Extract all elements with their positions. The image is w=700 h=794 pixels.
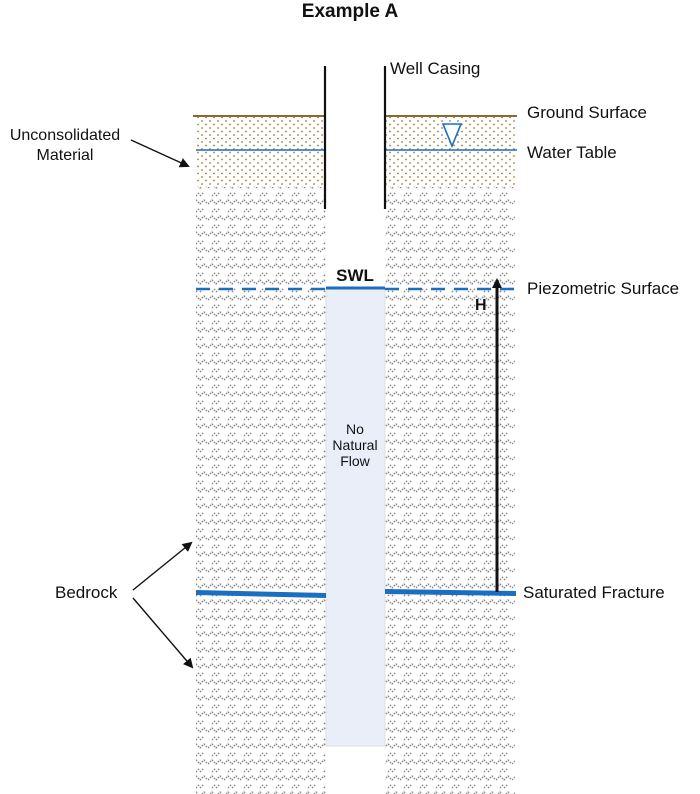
unconsolidated-label-line2: Material [37, 147, 94, 164]
borehole-air-column [326, 210, 385, 288]
head-label: H [475, 297, 487, 314]
piezometric-surface-label: Piezometric Surface [527, 279, 679, 298]
no-natural-flow-line1: No [346, 421, 364, 437]
well-casing-label: Well Casing [390, 59, 480, 78]
bedrock-layer-right [385, 187, 515, 794]
water-table-symbol-icon [441, 123, 463, 149]
no-natural-flow-line3: Flow [340, 453, 370, 469]
bedrock-label: Bedrock [55, 583, 118, 602]
bedrock-leader-arrow-upper [132, 541, 193, 591]
saturated-fracture-right [385, 589, 516, 596]
bedrock-leader-arrow-lower [132, 597, 194, 669]
unconsolidated-label-line1: Unconsolidated [10, 127, 120, 144]
saturated-fracture-left [196, 590, 326, 598]
unconsolidated-leader-arrow [130, 139, 190, 168]
saturated-fracture-label: Saturated Fracture [523, 583, 665, 602]
ground-surface-label: Ground Surface [527, 103, 647, 122]
no-natural-flow-line2: Natural [332, 437, 377, 453]
unconsolidated-layer-left [196, 117, 326, 187]
diagram-title: Example A [302, 1, 399, 22]
water-table-label: Water Table [527, 143, 617, 162]
borehole-water-column [325, 287, 386, 747]
bedrock-layer-left [196, 187, 326, 794]
swl-label: SWL [336, 266, 374, 285]
